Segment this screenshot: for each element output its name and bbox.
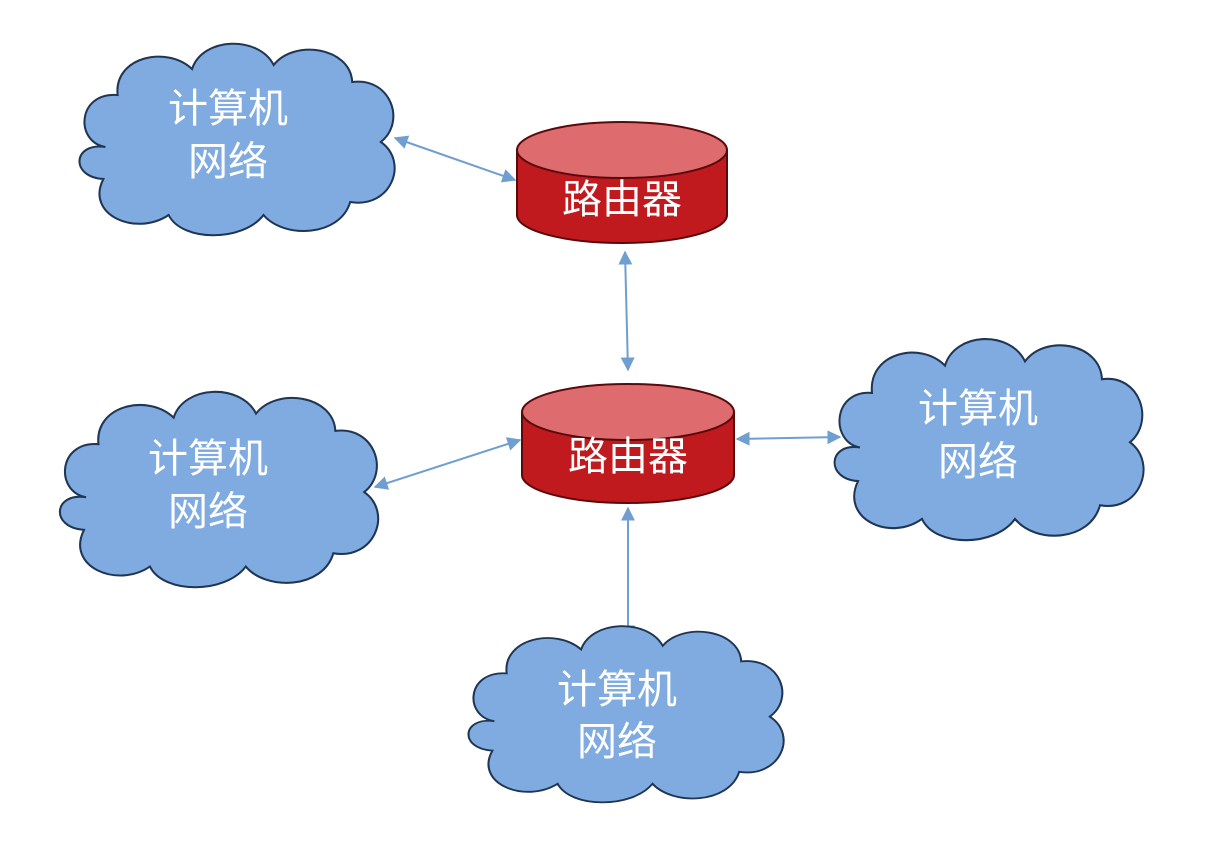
router-cylinder-top: [521, 383, 735, 441]
cloud-label-line2: 网络: [168, 489, 248, 535]
router-center: 路由器: [521, 383, 735, 504]
cloud-label-line1: 计算机: [918, 386, 1038, 432]
cloud-label-line1: 计算机: [557, 667, 677, 713]
link-router-center-cloud-right: [735, 430, 842, 446]
router-label: 路由器: [562, 177, 682, 223]
cloud-label-line2: 网络: [938, 439, 1018, 485]
link-router-top-router-center: [618, 250, 635, 372]
cloud-label-line1: 计算机: [148, 436, 268, 482]
cloud-shape: [467, 625, 785, 804]
links: [373, 135, 842, 640]
router-label: 路由器: [568, 434, 688, 480]
router-top: 路由器: [516, 121, 728, 244]
cloud-label-line1: 计算机: [168, 86, 288, 132]
cloud-network-bottom: [467, 625, 785, 804]
link-cloud-mid-left-router-center: [373, 437, 522, 490]
router-cylinder-top: [516, 121, 728, 179]
link-cloud-top-left-router-top: [393, 135, 517, 183]
cloud-label-line2: 网络: [577, 719, 657, 765]
cloud-label-line2: 网络: [188, 139, 268, 185]
